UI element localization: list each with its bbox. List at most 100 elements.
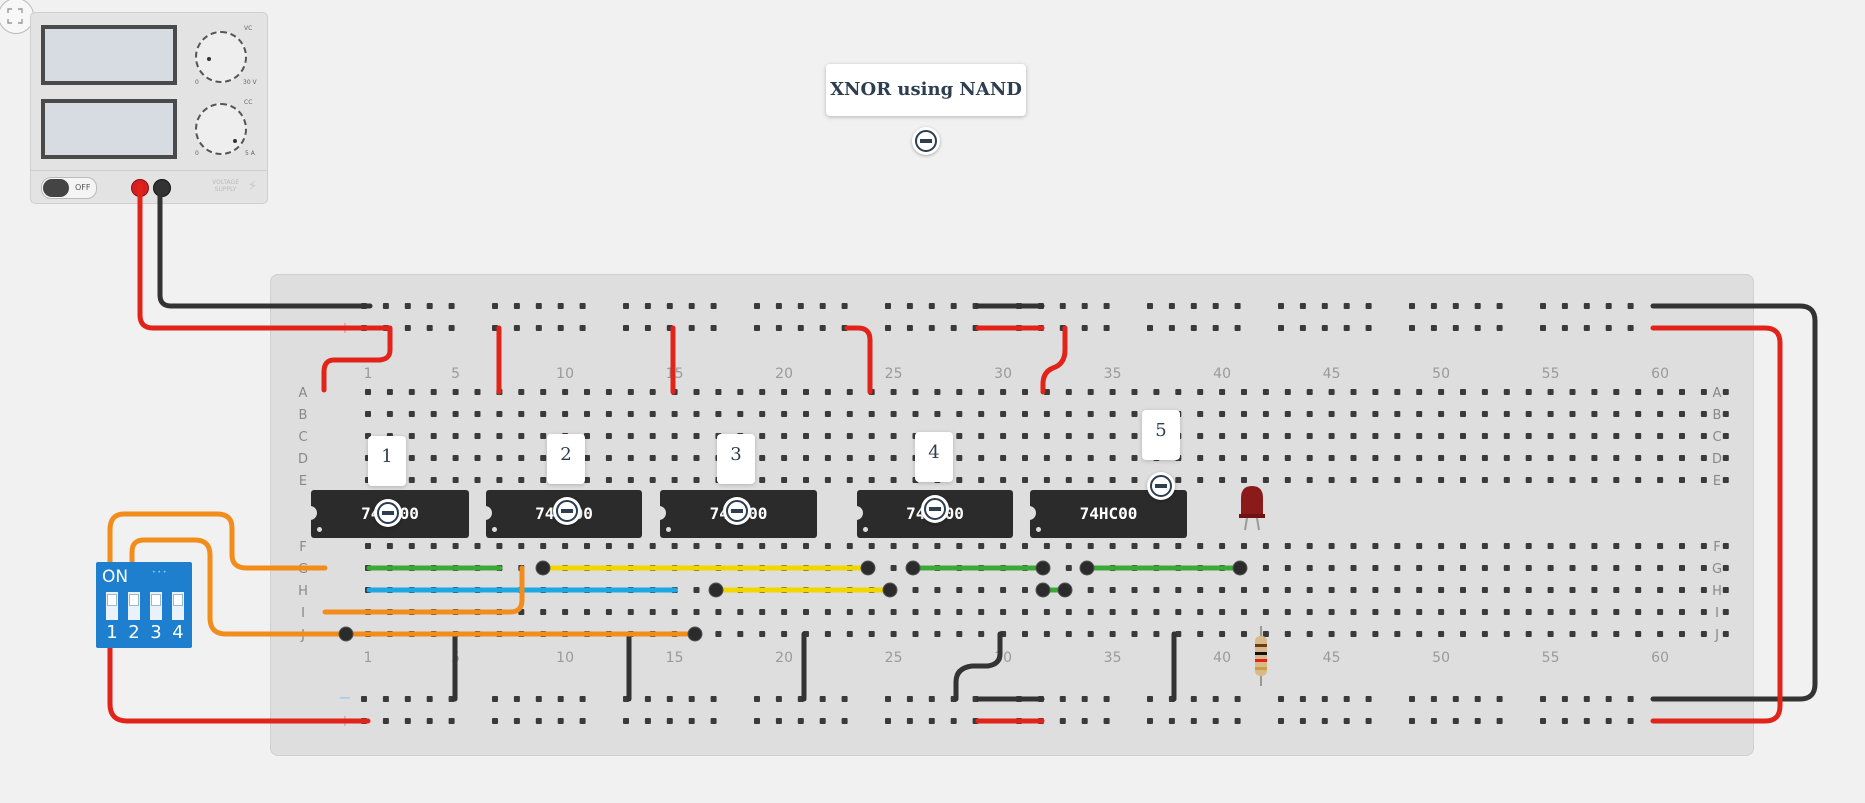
breadboard-hole[interactable] xyxy=(1262,565,1269,571)
breadboard-hole[interactable] xyxy=(1394,455,1401,461)
dip-switch-2[interactable] xyxy=(128,592,140,620)
breadboard-hole[interactable] xyxy=(426,303,433,309)
breadboard-hole[interactable] xyxy=(1059,718,1066,724)
breadboard-hole[interactable] xyxy=(737,389,744,395)
breadboard-hole[interactable] xyxy=(1321,718,1328,724)
breadboard-hole[interactable] xyxy=(579,718,586,724)
breadboard-hole[interactable] xyxy=(1460,565,1466,571)
breadboard-hole[interactable] xyxy=(781,477,788,483)
breadboard-hole[interactable] xyxy=(1350,455,1357,461)
breadboard-hole[interactable] xyxy=(1190,718,1197,724)
breadboard-hole[interactable] xyxy=(1613,433,1620,439)
breadboard-hole[interactable] xyxy=(688,325,695,331)
breadboard-hole[interactable] xyxy=(1328,587,1335,593)
breadboard-hole[interactable] xyxy=(1197,433,1204,439)
breadboard-hole[interactable] xyxy=(562,389,569,395)
breadboard-hole[interactable] xyxy=(649,477,656,483)
breadboard-hole[interactable] xyxy=(885,325,891,331)
breadboard-hole[interactable] xyxy=(1613,609,1620,615)
breadboard-hole[interactable] xyxy=(1613,631,1620,637)
breadboard-hole[interactable] xyxy=(627,609,634,615)
breadboard-hole[interactable] xyxy=(1241,455,1247,461)
breadboard-hole[interactable] xyxy=(1372,411,1379,417)
breadboard-hole[interactable] xyxy=(1460,433,1466,439)
breadboard-hole[interactable] xyxy=(518,477,525,483)
breadboard-hole[interactable] xyxy=(605,543,612,549)
breadboard-hole[interactable] xyxy=(1284,433,1291,439)
breadboard-hole[interactable] xyxy=(978,631,985,637)
breadboard-hole[interactable] xyxy=(1481,565,1488,571)
breadboard-hole[interactable] xyxy=(1343,718,1350,724)
breadboard-hole[interactable] xyxy=(737,411,744,417)
breadboard-hole[interactable] xyxy=(649,455,656,461)
breadboard-hole[interactable] xyxy=(1043,433,1050,439)
breadboard-hole[interactable] xyxy=(797,325,804,331)
breadboard-hole[interactable] xyxy=(950,303,957,309)
breadboard-hole[interactable] xyxy=(448,303,455,309)
breadboard-hole[interactable] xyxy=(1284,631,1291,637)
breadboard-hole[interactable] xyxy=(1591,609,1598,615)
breadboard-hole[interactable] xyxy=(906,718,913,724)
breadboard-hole[interactable] xyxy=(1241,433,1247,439)
breadboard-hole[interactable] xyxy=(846,477,853,483)
breadboard-hole[interactable] xyxy=(404,303,411,309)
breadboard-hole[interactable] xyxy=(426,718,433,724)
breadboard-hole[interactable] xyxy=(1657,631,1664,637)
breadboard-hole[interactable] xyxy=(1306,609,1313,615)
breadboard-hole[interactable] xyxy=(1168,325,1175,331)
breadboard-hole[interactable] xyxy=(1175,587,1182,593)
breadboard-hole[interactable] xyxy=(1343,696,1350,702)
breadboard-hole[interactable] xyxy=(1613,565,1620,571)
breadboard-hole[interactable] xyxy=(1635,389,1642,395)
breadboard-hole[interactable] xyxy=(759,631,766,637)
breadboard-hole[interactable] xyxy=(978,455,985,461)
breadboard-hole[interactable] xyxy=(819,718,826,724)
breadboard-hole[interactable] xyxy=(715,631,722,637)
breadboard-hole[interactable] xyxy=(1175,631,1182,637)
resistor[interactable] xyxy=(1253,626,1269,686)
breadboard-hole[interactable] xyxy=(1657,587,1664,593)
breadboard-hole[interactable] xyxy=(408,411,415,417)
breadboard-hole[interactable] xyxy=(1657,411,1664,417)
breadboard-hole[interactable] xyxy=(846,389,853,395)
breadboard-hole[interactable] xyxy=(1613,477,1620,483)
breadboard-hole[interactable] xyxy=(819,303,826,309)
breadboard-hole[interactable] xyxy=(846,631,853,637)
breadboard-hole[interactable] xyxy=(846,455,853,461)
breadboard-hole[interactable] xyxy=(408,433,415,439)
breadboard-hole[interactable] xyxy=(693,411,700,417)
breadboard-hole[interactable] xyxy=(605,411,612,417)
breadboard-hole[interactable] xyxy=(1065,455,1072,461)
breadboard-hole[interactable] xyxy=(1350,609,1357,615)
breadboard-hole[interactable] xyxy=(1175,477,1182,483)
breadboard-hole[interactable] xyxy=(1109,609,1116,615)
breadboard-hole[interactable] xyxy=(1065,389,1072,395)
breadboard-hole[interactable] xyxy=(1481,543,1488,549)
breadboard-hole[interactable] xyxy=(1328,565,1335,571)
breadboard-hole[interactable] xyxy=(781,389,788,395)
breadboard-hole[interactable] xyxy=(1547,631,1554,637)
breadboard-hole[interactable] xyxy=(1321,696,1328,702)
breadboard-hole[interactable] xyxy=(824,543,831,549)
breadboard-hole[interactable] xyxy=(906,696,913,702)
breadboard-hole[interactable] xyxy=(1679,411,1685,417)
breadboard-hole[interactable] xyxy=(737,543,744,549)
breadboard-hole[interactable] xyxy=(1569,631,1576,637)
breadboard-hole[interactable] xyxy=(1262,477,1269,483)
breadboard-hole[interactable] xyxy=(1635,609,1642,615)
breadboard-hole[interactable] xyxy=(934,389,941,395)
breadboard-hole[interactable] xyxy=(513,696,520,702)
breadboard-hole[interactable] xyxy=(1635,433,1642,439)
breadboard-hole[interactable] xyxy=(452,389,459,395)
breadboard-hole[interactable] xyxy=(1561,303,1568,309)
breadboard-hole[interactable] xyxy=(1679,455,1685,461)
breadboard-hole[interactable] xyxy=(1219,609,1226,615)
breadboard-hole[interactable] xyxy=(868,609,875,615)
current-knob[interactable] xyxy=(195,103,247,155)
breadboard-hole[interactable] xyxy=(1679,477,1685,483)
breadboard-hole[interactable] xyxy=(1460,477,1466,483)
breadboard-hole[interactable] xyxy=(1241,477,1247,483)
breadboard-hole[interactable] xyxy=(1219,411,1226,417)
breadboard-hole[interactable] xyxy=(562,543,569,549)
breadboard-hole[interactable] xyxy=(579,325,586,331)
